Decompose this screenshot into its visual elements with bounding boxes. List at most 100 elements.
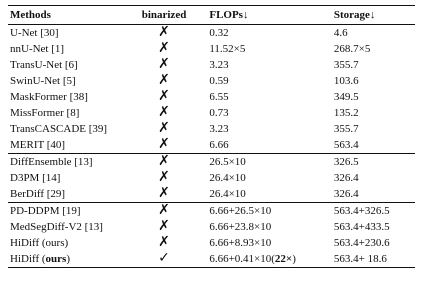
binarized-cell: ✓: [128, 251, 198, 268]
results-table-container: Methods binarized FLOPs↓ Storage↓ U-Net …: [8, 5, 415, 268]
binarized-cell: ✗: [128, 136, 198, 154]
flops-cell: 0.32: [209, 27, 229, 39]
flops-suffix: ): [292, 253, 296, 265]
binarized-cell: ✗: [129, 89, 198, 105]
table-row: TransU-Net [6] ✗ 3.23 355.7: [8, 57, 415, 73]
flops-cell: 6.55: [209, 91, 229, 103]
header-methods: Methods: [8, 5, 129, 25]
method-cell: D3PM [14]: [10, 172, 61, 184]
flops-cell: 11.52×5: [209, 43, 246, 55]
method-suffix: ): [66, 253, 70, 265]
cross-mark-icon: ✗: [158, 56, 170, 72]
flops-cell: 3.23: [209, 59, 229, 71]
binarized-cell: ✗: [129, 41, 198, 57]
table-row: DiffEnsemble [13] ✗ 26.5×10 326.5: [8, 154, 415, 171]
flops-prefix: 6.66+0.41×10(: [209, 253, 275, 265]
method-cell: DiffEnsemble [13]: [10, 156, 93, 168]
method-cell: MaskFormer [38]: [10, 91, 88, 103]
group-single-step-methods: U-Net [30] ✗ 0.32 4.6 nnU-Net [1] ✗ 11.5…: [8, 25, 415, 154]
cross-mark-icon: ✗: [158, 72, 170, 88]
group-diffusion-methods: DiffEnsemble [13] ✗ 26.5×10 326.5 D3PM […: [8, 154, 415, 203]
storage-cell: 103.6: [333, 75, 359, 87]
header-row: Methods binarized FLOPs↓ Storage↓: [8, 5, 415, 25]
storage-cell: 563.4+326.5: [333, 205, 390, 217]
flops-cell: 6.66+8.93×10: [209, 237, 272, 249]
cross-mark-icon: ✗: [158, 88, 170, 104]
cross-mark-icon: ✗: [158, 153, 170, 169]
table-row: SwinU-Net [5] ✗ 0.59 103.6: [8, 73, 415, 89]
storage-cell: 4.6: [333, 27, 348, 39]
storage-cell: 355.7: [333, 59, 359, 71]
table-row: D3PM [14] ✗ 26.4×10 326.4: [8, 170, 415, 186]
storage-cell: 563.4: [331, 137, 415, 154]
cross-mark-icon: ✗: [158, 185, 170, 201]
flops-speedup-bold: 22×: [274, 253, 293, 265]
storage-cell: 268.7×5: [333, 43, 371, 55]
flops-cell: 26.4×10: [209, 172, 246, 184]
table-row: HiDiff (ours) ✗ 6.66+8.93×10 563.4+230.6: [8, 235, 415, 251]
flops-cell: 6.66+26.5×10: [209, 205, 272, 217]
binarized-cell: ✗: [129, 170, 198, 186]
cross-mark-icon: ✗: [158, 202, 170, 218]
storage-cell: 326.4: [331, 186, 415, 203]
method-cell: TransCASCADE [39]: [10, 123, 108, 135]
table-row: U-Net [30] ✗ 0.32 4.6: [8, 25, 415, 42]
table-row: nnU-Net [1] ✗ 11.52×5 268.7×5: [8, 41, 415, 57]
binarized-cell: ✗: [129, 57, 198, 73]
storage-cell: 355.7: [333, 123, 359, 135]
method-cell: PD-DDPM [19]: [10, 205, 81, 217]
flops-cell: 6.66+0.41×10(22×): [197, 251, 332, 268]
flops-cell: 0.59: [209, 75, 229, 87]
method-cell: BerDiff [29]: [8, 186, 129, 203]
cross-mark-icon: ✗: [158, 24, 170, 40]
method-cell: SwinU-Net [5]: [10, 75, 76, 87]
flops-cell: 26.5×10: [209, 156, 246, 168]
method-cell: TransU-Net [6]: [10, 59, 78, 71]
header-flops: FLOPs↓: [197, 5, 332, 25]
storage-cell: 349.5: [333, 91, 359, 103]
cross-mark-icon: ✗: [158, 120, 170, 136]
method-cell: U-Net [30]: [10, 27, 59, 39]
table-row: MERIT [40] ✗ 6.66 563.4: [8, 137, 415, 154]
method-cell: MedSegDiff-V2 [13]: [10, 221, 103, 233]
flops-cell: 6.66: [197, 137, 332, 154]
flops-cell: 6.66+23.8×10: [209, 221, 272, 233]
storage-cell: 326.4: [333, 172, 359, 184]
table-row: PD-DDPM [19] ✗ 6.66+26.5×10 563.4+326.5: [8, 203, 415, 220]
results-table: Methods binarized FLOPs↓ Storage↓ U-Net …: [8, 5, 415, 268]
table-row: TransCASCADE [39] ✗ 3.23 355.7: [8, 121, 415, 137]
binarized-cell: ✗: [129, 203, 198, 220]
table-row-hidiff-binarized: HiDiff (ours) ✓ 6.66+0.41×10(22×) 563.4+…: [8, 251, 415, 268]
binarized-cell: ✗: [129, 105, 198, 121]
binarized-cell: ✗: [129, 154, 198, 171]
method-cell: HiDiff (ours): [10, 237, 69, 249]
method-cell: MERIT [40]: [8, 137, 129, 154]
binarized-cell: ✗: [129, 235, 198, 251]
method-ours-bold: ours: [45, 253, 67, 265]
cross-mark-icon: ✗: [158, 218, 170, 234]
method-prefix: HiDiff (: [10, 253, 46, 265]
cross-mark-icon: ✗: [158, 136, 170, 152]
method-cell: HiDiff (ours): [8, 251, 129, 268]
binarized-cell: ✗: [129, 25, 198, 42]
flops-cell: 26.4×10: [197, 186, 332, 203]
group-hybrid-methods: PD-DDPM [19] ✗ 6.66+26.5×10 563.4+326.5 …: [8, 203, 415, 268]
table-row: MaskFormer [38] ✗ 6.55 349.5: [8, 89, 415, 105]
table-row: MedSegDiff-V2 [13] ✗ 6.66+23.8×10 563.4+…: [8, 219, 415, 235]
binarized-cell: ✗: [129, 121, 198, 137]
storage-cell: 563.4+ 18.6: [331, 251, 415, 268]
storage-cell: 563.4+433.5: [333, 221, 390, 233]
table-row: BerDiff [29] ✗ 26.4×10 326.4: [8, 186, 415, 203]
binarized-cell: ✗: [129, 219, 198, 235]
storage-cell: 326.5: [333, 156, 359, 168]
flops-cell: 0.73: [209, 107, 229, 119]
flops-cell: 3.23: [209, 123, 229, 135]
cross-mark-icon: ✗: [158, 234, 170, 250]
method-cell: MissFormer [8]: [10, 107, 80, 119]
table-row: MissFormer [8] ✗ 0.73 135.2: [8, 105, 415, 121]
method-cell: nnU-Net [1]: [10, 43, 65, 55]
cross-mark-icon: ✗: [158, 104, 170, 120]
cross-mark-icon: ✗: [158, 40, 170, 56]
binarized-cell: ✗: [128, 185, 198, 203]
storage-cell: 135.2: [333, 107, 359, 119]
